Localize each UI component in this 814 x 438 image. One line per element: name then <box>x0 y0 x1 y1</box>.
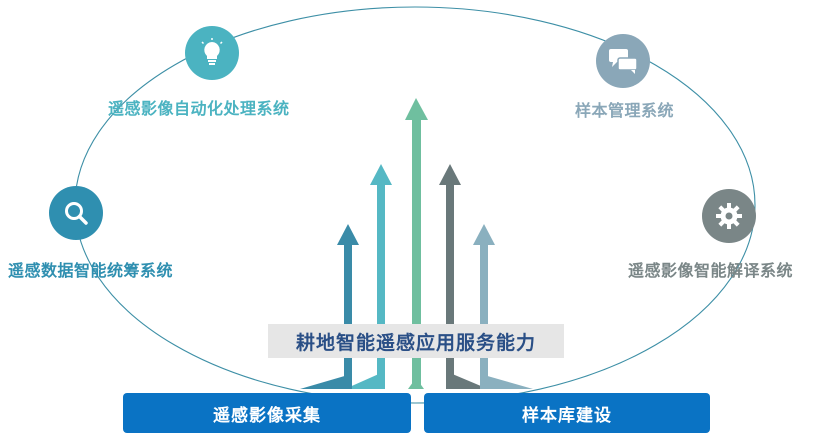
system-label-image-interpretation: 遥感影像智能解译系统 <box>628 261 794 280</box>
fan-left-inner <box>345 373 381 389</box>
gear-icon <box>702 189 756 243</box>
arrow-5 <box>473 224 495 389</box>
foundation-image-acquisition: 遥感影像采集 <box>123 393 411 433</box>
center-capability-label: 耕地智能遥感应用服务能力 <box>268 324 564 358</box>
chat-bubbles-icon <box>596 34 650 88</box>
lightbulb-icon <box>185 26 239 80</box>
arrow-4 <box>439 164 461 389</box>
fan-left-outer <box>300 375 348 389</box>
search-icon <box>49 186 103 240</box>
arrow-1 <box>337 224 359 389</box>
arrow-2 <box>370 164 392 389</box>
fan-right-outer <box>484 375 533 389</box>
system-label-data-coordination: 遥感数据智能统筹系统 <box>8 261 174 280</box>
system-label-image-processing: 遥感影像自动化处理系统 <box>108 99 290 118</box>
system-label-sample-management: 样本管理系统 <box>575 101 675 120</box>
fan-right-inner <box>450 373 488 389</box>
center-base-triangle <box>408 378 424 389</box>
foundation-sample-library: 样本库建设 <box>424 393 710 433</box>
arrow-3 <box>405 98 428 389</box>
